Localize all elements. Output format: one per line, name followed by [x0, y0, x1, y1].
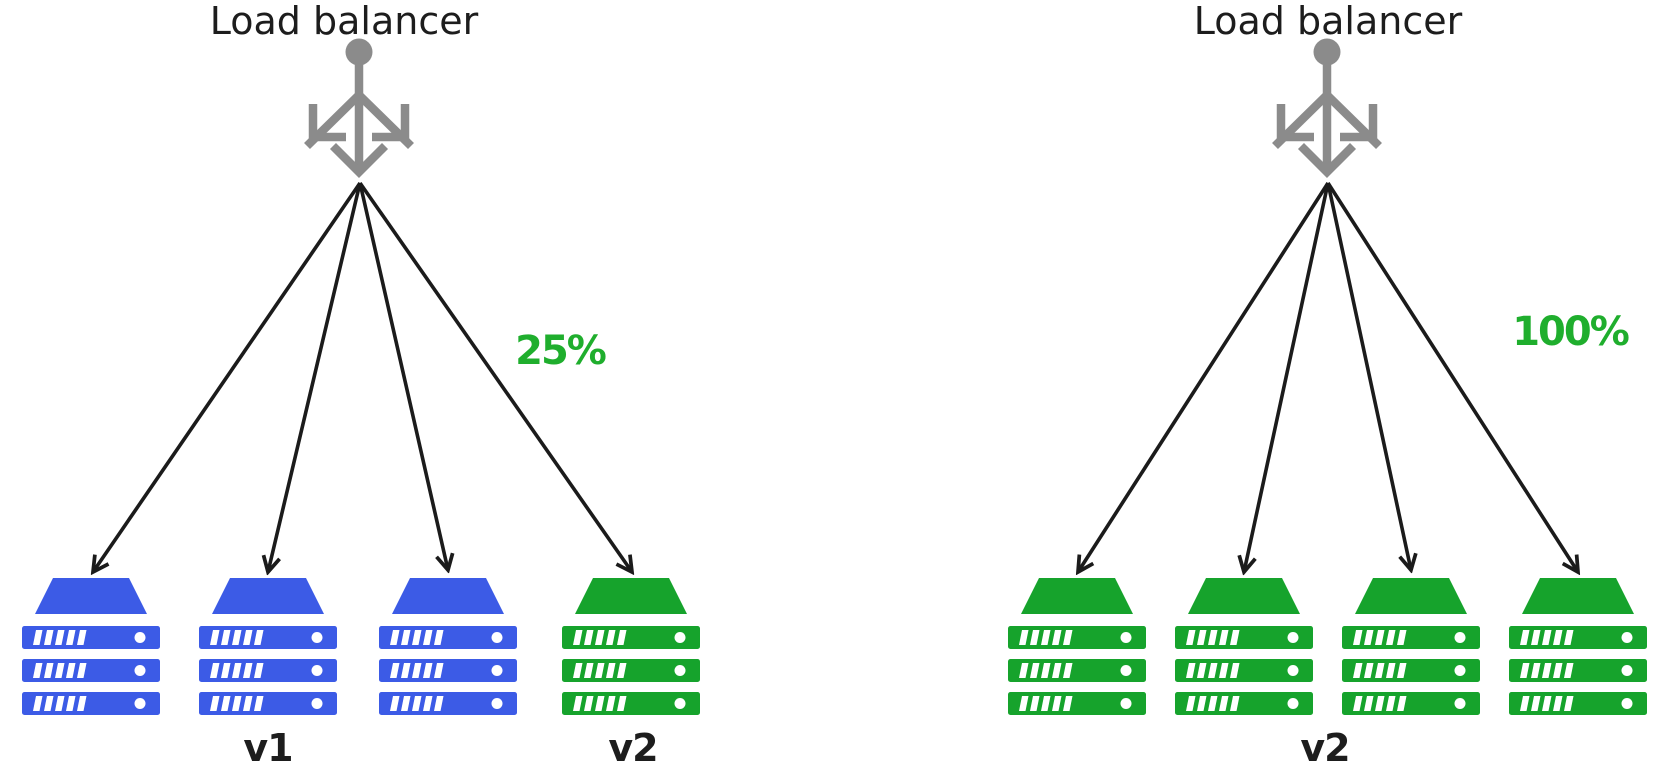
server-stack-v1 [22, 578, 160, 715]
server-stack-v1 [379, 578, 517, 715]
traffic-arrows [1078, 182, 1578, 572]
traffic-arrow [1326, 182, 1578, 572]
server-stack-v1 [199, 578, 337, 715]
traffic-arrow [1326, 182, 1411, 570]
load-balancer-icon [307, 39, 411, 173]
server-stack-v2 [1509, 578, 1647, 715]
traffic-arrows [93, 181, 632, 572]
traffic-arrow [1244, 182, 1330, 572]
traffic-arrow [1078, 182, 1330, 572]
traffic-arrow [358, 182, 448, 570]
server-stack-v2 [562, 578, 700, 715]
panel-left-canary: Load balancer 25% v1 v2 [22, 0, 700, 770]
load-balancer-label: Load balancer [1194, 0, 1463, 43]
traffic-arrow [358, 181, 632, 572]
version-label-v1: v1 [243, 726, 292, 770]
version-label-v2: v2 [608, 726, 657, 770]
traffic-arrow [268, 182, 362, 572]
server-stack-v2 [1342, 578, 1480, 715]
rollout-percent-label: 100% [1512, 309, 1628, 355]
traffic-arrow [93, 181, 362, 572]
server-stack-v2 [1175, 578, 1313, 715]
load-balancer-label: Load balancer [210, 0, 479, 43]
load-balancer-icon [1275, 39, 1379, 173]
version-label-v2: v2 [1300, 726, 1349, 770]
panel-right-full-rollout: Load balancer 100% v2 [1008, 0, 1647, 770]
canary-percent-label: 25% [515, 328, 606, 374]
server-stack-v2 [1008, 578, 1146, 715]
